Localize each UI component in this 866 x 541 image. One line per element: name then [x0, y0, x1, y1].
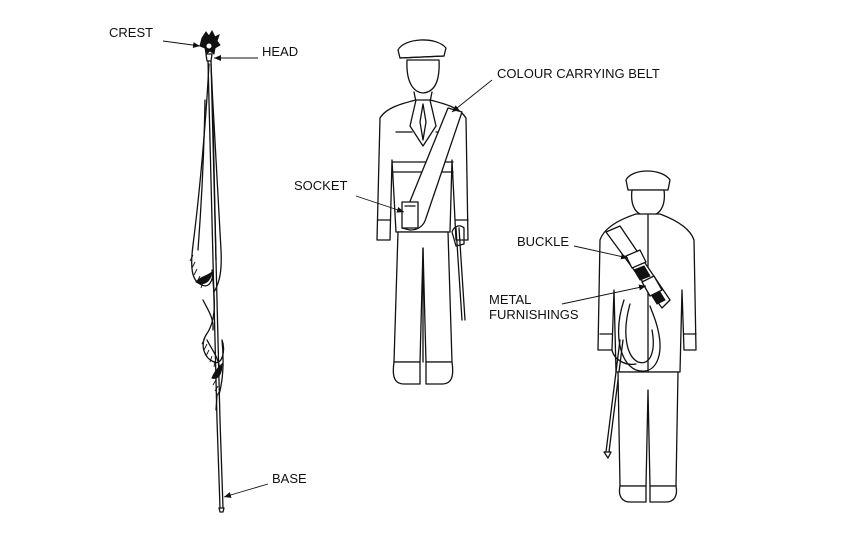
crest-label: CREST: [109, 25, 154, 40]
buckle-leader: [573, 245, 629, 260]
socket-leader: [355, 195, 405, 213]
furnishings-leader: [561, 284, 647, 305]
belt-leader: [451, 79, 493, 113]
buckle-part: [625, 249, 647, 269]
colour-carrying-belt-label: COLOUR CARRYING BELT: [497, 66, 660, 81]
flag-illustration: [189, 29, 225, 513]
base-label: BASE: [272, 471, 307, 486]
head-label: HEAD: [262, 44, 299, 59]
socket-label: SOCKET: [294, 178, 348, 193]
flag-pole: [207, 60, 224, 509]
pole-base: [218, 507, 225, 513]
metal-furnishings-label: METAL FURNISHINGS: [489, 292, 579, 322]
rear-figure: [597, 170, 697, 503]
socket-part: [401, 201, 419, 229]
base-leader: [223, 483, 269, 498]
flag-cloth: [191, 63, 225, 396]
front-figure: [376, 39, 469, 385]
crest-leader: [162, 40, 201, 49]
buckle-label: BUCKLE: [517, 234, 570, 249]
pole-head: [205, 53, 213, 62]
metal-furnishings: [641, 275, 663, 297]
crest-ornament: [199, 29, 221, 55]
